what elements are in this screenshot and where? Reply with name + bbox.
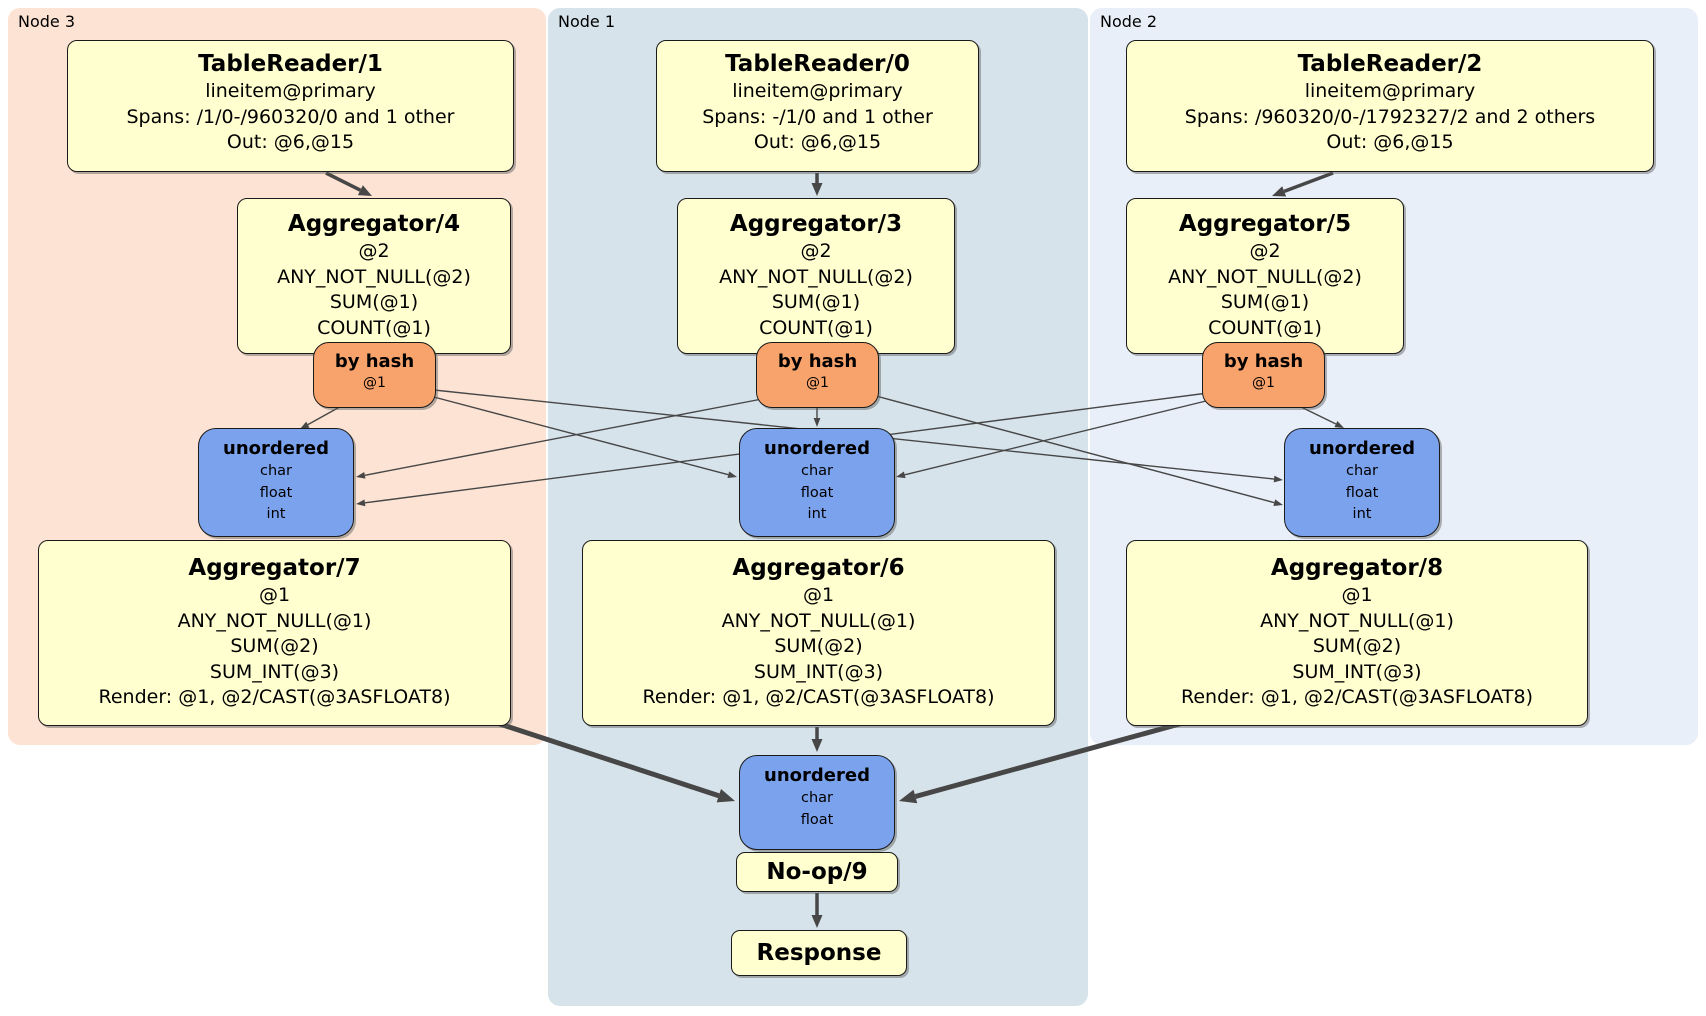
node-detail: lineitem@primary <box>1304 80 1476 102</box>
node-detail: @2 <box>1249 240 1281 262</box>
sync-detail: int <box>1352 506 1372 522</box>
node-detail: Spans: /960320/0-/1792327/2 and 2 others <box>1184 105 1596 128</box>
node-detail: ANY_NOT_NULL(@2) <box>1168 265 1362 288</box>
plan-node-aggregator-7: Aggregator/7 @1 ANY_NOT_NULL(@1) SUM(@2)… <box>38 540 511 726</box>
node-detail: ANY_NOT_NULL(@1) <box>177 609 372 632</box>
node-detail: @1 <box>802 584 835 606</box>
sync-detail: char <box>1345 463 1378 479</box>
router-title: by hash <box>777 351 858 372</box>
node-detail: SUM(@2) <box>230 635 319 657</box>
node-title: TableReader/0 <box>725 51 910 77</box>
node-detail: SUM(@1) <box>329 291 419 313</box>
node-detail: Out: @6,@15 <box>753 131 882 153</box>
router-title: by hash <box>334 351 415 372</box>
node-detail: COUNT(@1) <box>759 316 873 339</box>
sync-detail: float <box>800 811 834 828</box>
plan-node-tablereader-1: TableReader/1 lineitem@primary Spans: /1… <box>67 40 514 172</box>
region-label-node-2: Node 2 <box>1100 12 1158 31</box>
router-detail: @1 <box>806 375 829 391</box>
sync-title: unordered <box>223 438 329 459</box>
plan-node-aggregator-4: Aggregator/4 @2 ANY_NOT_NULL(@2) SUM(@1)… <box>237 198 511 354</box>
node-detail: COUNT(@1) <box>317 316 431 339</box>
router-title: by hash <box>1223 351 1304 372</box>
sync-unordered-8: unordered char float int <box>1284 428 1440 537</box>
node-detail: @2 <box>800 240 832 262</box>
node-title: Aggregator/6 <box>732 555 905 581</box>
node-detail: Spans: -/1/0 and 1 other <box>702 105 933 128</box>
plan-node-aggregator-3: Aggregator/3 @2 ANY_NOT_NULL(@2) SUM(@1)… <box>677 198 955 354</box>
sync-title: unordered <box>1309 438 1415 459</box>
sync-unordered-final: unordered char float <box>739 755 895 850</box>
node-title: No-op/9 <box>766 859 868 885</box>
sync-detail: float <box>259 484 293 501</box>
node-detail: COUNT(@1) <box>1208 316 1322 339</box>
node-detail: Render: @1, @2/CAST(@3ASFLOAT8) <box>98 686 451 708</box>
node-detail: ANY_NOT_NULL(@1) <box>1260 609 1454 632</box>
sync-unordered-6: unordered char float int <box>739 428 895 537</box>
router-by-hash-4: by hash @1 <box>313 342 436 408</box>
plan-node-aggregator-8: Aggregator/8 @1 ANY_NOT_NULL(@1) SUM(@2)… <box>1126 540 1588 726</box>
plan-node-tablereader-0: TableReader/0 lineitem@primary Spans: -/… <box>656 40 979 172</box>
node-detail: ANY_NOT_NULL(@1) <box>721 609 916 632</box>
node-detail: SUM(@2) <box>1312 635 1402 657</box>
region-label-node-1: Node 1 <box>558 12 616 31</box>
sync-title: unordered <box>764 765 870 786</box>
node-detail: SUM(@2) <box>774 635 863 657</box>
node-detail: Spans: /1/0-/960320/0 and 1 other <box>126 105 455 128</box>
sync-detail: char <box>800 790 833 806</box>
sync-detail: float <box>800 484 834 501</box>
plan-node-aggregator-5: Aggregator/5 @2 ANY_NOT_NULL(@2) SUM(@1)… <box>1126 198 1404 354</box>
router-by-hash-3: by hash @1 <box>756 342 879 408</box>
node-detail: ANY_NOT_NULL(@2) <box>719 265 913 288</box>
node-detail: lineitem@primary <box>205 80 376 102</box>
node-title: Response <box>756 940 882 966</box>
node-detail: SUM(@1) <box>771 291 861 313</box>
sync-unordered-7: unordered char float int <box>198 428 354 537</box>
sync-detail: float <box>1345 484 1379 501</box>
node-title: Aggregator/7 <box>188 555 361 581</box>
plan-node-aggregator-6: Aggregator/6 @1 ANY_NOT_NULL(@1) SUM(@2)… <box>582 540 1055 726</box>
node-title: Aggregator/3 <box>729 211 903 237</box>
node-title: Aggregator/4 <box>287 211 461 237</box>
router-detail: @1 <box>1252 375 1275 391</box>
node-detail: SUM_INT(@3) <box>209 660 340 683</box>
plan-node-response: Response <box>731 930 907 976</box>
region-label-node-3: Node 3 <box>18 12 76 31</box>
router-detail: @1 <box>363 375 386 391</box>
node-title: TableReader/1 <box>198 51 383 77</box>
sync-detail: char <box>259 463 292 479</box>
node-detail: @1 <box>1341 584 1373 606</box>
node-detail: SUM_INT(@3) <box>1292 660 1422 683</box>
plan-node-noop-9: No-op/9 <box>736 852 898 892</box>
node-detail: @2 <box>358 240 390 262</box>
router-by-hash-5: by hash @1 <box>1202 342 1325 408</box>
node-title: Aggregator/8 <box>1270 555 1444 581</box>
node-title: Aggregator/5 <box>1178 211 1352 237</box>
node-title: TableReader/2 <box>1297 51 1483 77</box>
node-detail: Out: @6,@15 <box>226 131 355 153</box>
node-detail: SUM(@1) <box>1220 291 1310 313</box>
node-detail: SUM_INT(@3) <box>753 660 884 683</box>
node-detail: @1 <box>258 584 291 606</box>
node-detail: ANY_NOT_NULL(@2) <box>277 265 471 288</box>
sync-detail: int <box>266 506 286 522</box>
sync-detail: int <box>807 506 827 522</box>
sync-title: unordered <box>764 438 870 459</box>
sync-detail: char <box>800 463 833 479</box>
node-detail: Render: @1, @2/CAST(@3ASFLOAT8) <box>1181 686 1533 708</box>
node-detail: lineitem@primary <box>732 80 903 102</box>
plan-node-tablereader-2: TableReader/2 lineitem@primary Spans: /9… <box>1126 40 1654 172</box>
node-detail: Out: @6,@15 <box>1326 131 1454 153</box>
node-detail: Render: @1, @2/CAST(@3ASFLOAT8) <box>642 686 995 708</box>
